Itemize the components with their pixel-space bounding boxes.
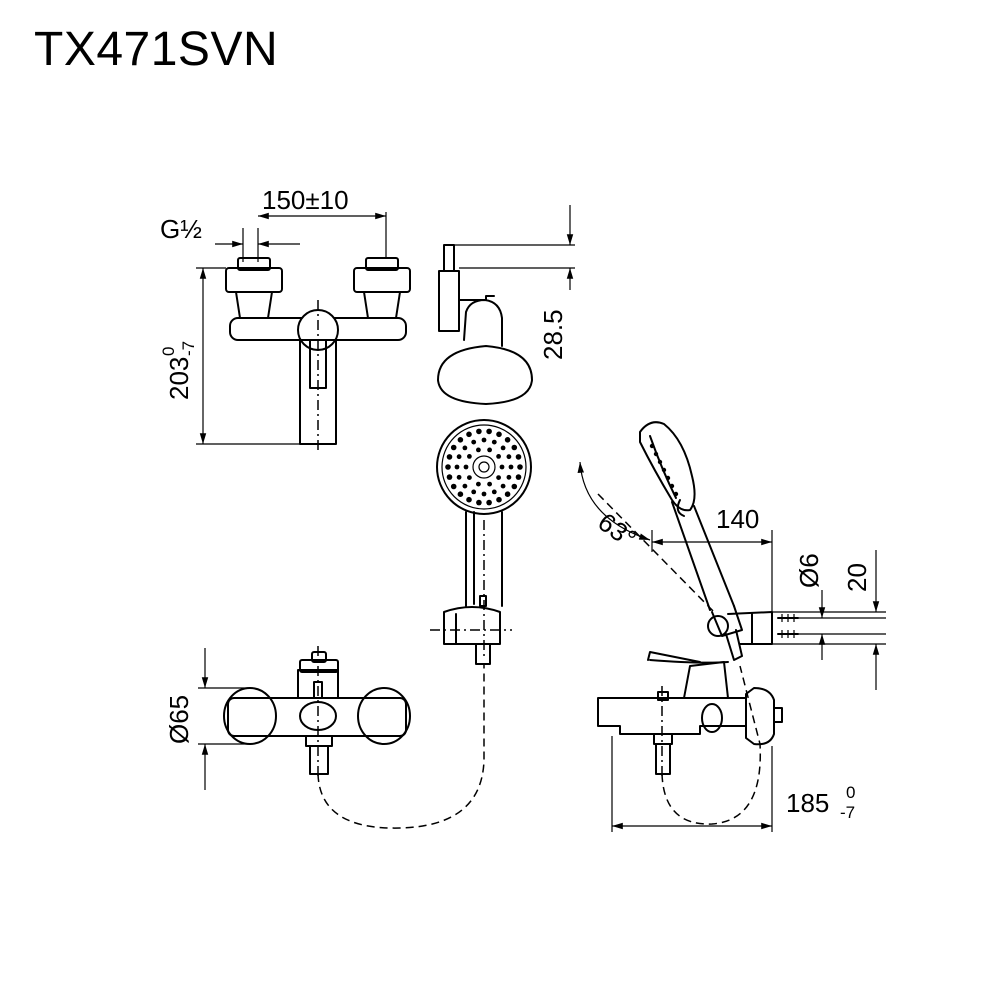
spray-hole [506,474,512,480]
hose-front [317,664,485,829]
spray-hole [496,454,501,459]
thread-label: G½ [160,214,202,244]
spray-hole [471,439,477,445]
hand-shower-side [597,421,799,661]
spray-hole [486,499,492,506]
spray-hole [481,491,487,497]
side-spray-hole [657,459,663,465]
model-title: TX471SVN [34,23,279,76]
spray-hole [476,428,482,435]
holder-side-view [437,244,533,405]
spray-hole [487,447,492,453]
depth-label: 185 [786,788,829,818]
spray-hole [515,474,522,480]
depth-tol-upper: 0 [846,783,855,802]
side-spray-hole [653,451,659,457]
side-spray-hole [661,467,667,473]
height-tol-upper: 0 [159,347,178,356]
depth-tol-lower: -7 [840,803,855,822]
dimension-depth: 185 0 -7 [611,736,855,832]
spray-hole [476,499,482,506]
spray-hole [471,489,477,495]
spray-hole [504,437,511,443]
spray-hole [500,445,506,451]
height-label: 203 [164,357,194,400]
spray-hole [450,483,457,490]
spray-hole [467,454,472,459]
spray-hole [454,464,460,470]
side-holes [649,443,679,497]
spray-hole [446,474,453,480]
spray-hole [456,454,462,460]
side-spray-hole [673,491,679,497]
spray-hole [446,454,453,460]
dimension-flange: Ø65 [164,648,250,790]
reach-label: 140 [716,504,759,534]
dimension-reach: 140 [651,504,773,614]
flange-dia-label: Ø65 [164,695,194,744]
spray-hole [496,496,502,503]
spray-hole [500,483,506,489]
spray-hole [491,439,497,445]
mixer-side-view [597,651,783,780]
holder-offset-label: 28.5 [538,309,568,360]
spray-hole [491,489,497,495]
wall-screws [777,614,799,638]
side-spray-hole [669,483,675,489]
spray-hole [463,464,469,470]
dimension-pin-and-holder: Ø6 20 [772,550,886,690]
spray-hole [499,464,505,470]
spray-hole [511,444,518,451]
spray-hole [466,431,472,438]
spray-hole [486,428,492,435]
spray-hole [481,437,487,443]
spray-hole [457,491,464,498]
holder-height-label: 20 [842,563,872,592]
dimension-angle: 63° [577,461,651,554]
side-spray-hole [649,443,655,449]
spray-hole [506,454,512,460]
spray-hole [476,481,481,487]
dimension-holder-offset: 28.5 [454,205,575,360]
height-tol-lower: -7 [179,341,198,356]
side-spray-hole [665,475,671,481]
spray-hole [462,445,468,451]
spray-hole [487,481,492,487]
spray-hole [457,437,464,443]
spray-hole [511,483,518,490]
spray-hole [508,464,514,470]
hose-side [661,665,762,825]
spray-hole [496,475,501,480]
spray-hole [462,483,468,489]
dimension-centers: 150±10 G½ [160,185,387,262]
hand-shower-front [430,419,532,665]
pin-dia-label: Ø6 [794,553,824,588]
spray-hole [496,431,502,438]
angle-label: 63° [592,507,641,554]
spray-hole [466,496,472,503]
centers-label: 150±10 [262,185,349,215]
spray-hole [515,454,522,460]
dimension-height: 203 0 -7 [159,267,300,445]
spray-hole [517,464,523,470]
spray-hole [476,447,481,453]
mixer-front-view [223,646,411,780]
spray-holes [445,428,523,506]
faucet-top-view [225,257,411,450]
spray-hole [456,474,462,480]
spray-hole [450,444,457,451]
spray-hole [504,491,511,498]
spray-hole [445,464,451,470]
spray-hole [467,475,472,480]
